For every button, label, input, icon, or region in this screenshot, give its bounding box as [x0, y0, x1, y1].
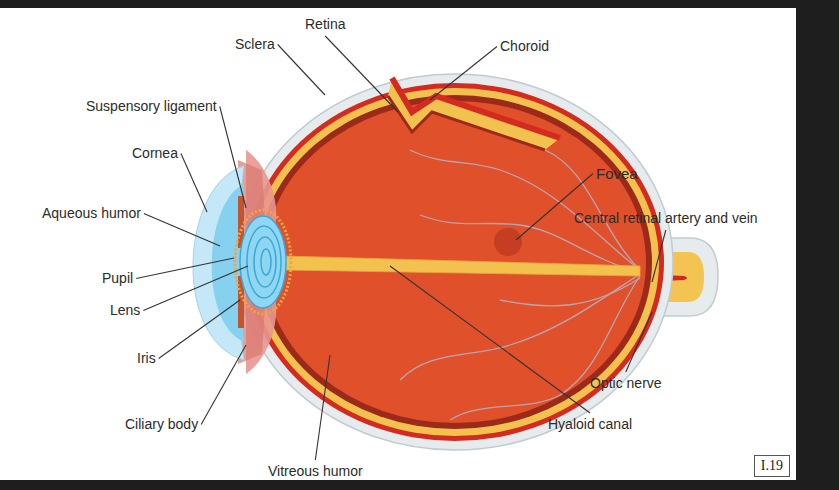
- part-label: Aqueous humor: [42, 205, 141, 222]
- part-label: Sclera: [235, 36, 275, 53]
- part-label: Ciliary body: [125, 416, 198, 433]
- part-label: Vitreous humor: [268, 463, 363, 480]
- part-label: Pupil: [102, 270, 133, 287]
- leader-line: [278, 45, 325, 96]
- part-label: Optic nerve: [590, 375, 662, 392]
- part-label: Choroid: [500, 38, 549, 55]
- leader-line: [325, 36, 398, 112]
- cutaway-inner: [388, 96, 545, 150]
- white-panel: [0, 8, 796, 480]
- part-label: Lens: [110, 302, 140, 319]
- part-label: Cornea: [132, 145, 178, 162]
- leader-line: [390, 266, 590, 413]
- cutaway-retina: [388, 78, 560, 150]
- vitreous-humor: [264, 101, 646, 423]
- part-label: Hyaloid canal: [548, 416, 632, 433]
- leader-line: [136, 258, 234, 279]
- lens: [240, 216, 286, 308]
- leader-line: [430, 47, 497, 101]
- part-label: Suspensory ligament: [86, 98, 217, 115]
- figure-number: I.19: [761, 458, 783, 473]
- leader-line: [626, 312, 652, 372]
- leader-line: [181, 154, 207, 213]
- leader-line: [220, 107, 246, 209]
- fovea: [494, 228, 522, 256]
- leader-line: [143, 266, 248, 311]
- cutaway-choroid: [392, 78, 560, 138]
- leader-line: [652, 230, 666, 282]
- part-label: Retina: [305, 16, 345, 33]
- part-label: Iris: [137, 350, 156, 367]
- choroid: [246, 83, 664, 441]
- leader-line: [159, 300, 240, 359]
- part-label: Central retinal artery and vein: [574, 210, 758, 227]
- part-label: Fovea: [596, 165, 638, 182]
- cornea: [193, 166, 244, 360]
- leader-line: [144, 214, 220, 247]
- suspensory-ligament: [235, 210, 291, 314]
- hyaloid-canal: [284, 256, 640, 276]
- sclera: [237, 74, 673, 450]
- aqueous-humor: [212, 184, 244, 342]
- figure-number-box: I.19: [754, 455, 790, 477]
- leader-line: [315, 355, 330, 460]
- leader-line: [516, 174, 593, 241]
- leader-line: [201, 345, 246, 425]
